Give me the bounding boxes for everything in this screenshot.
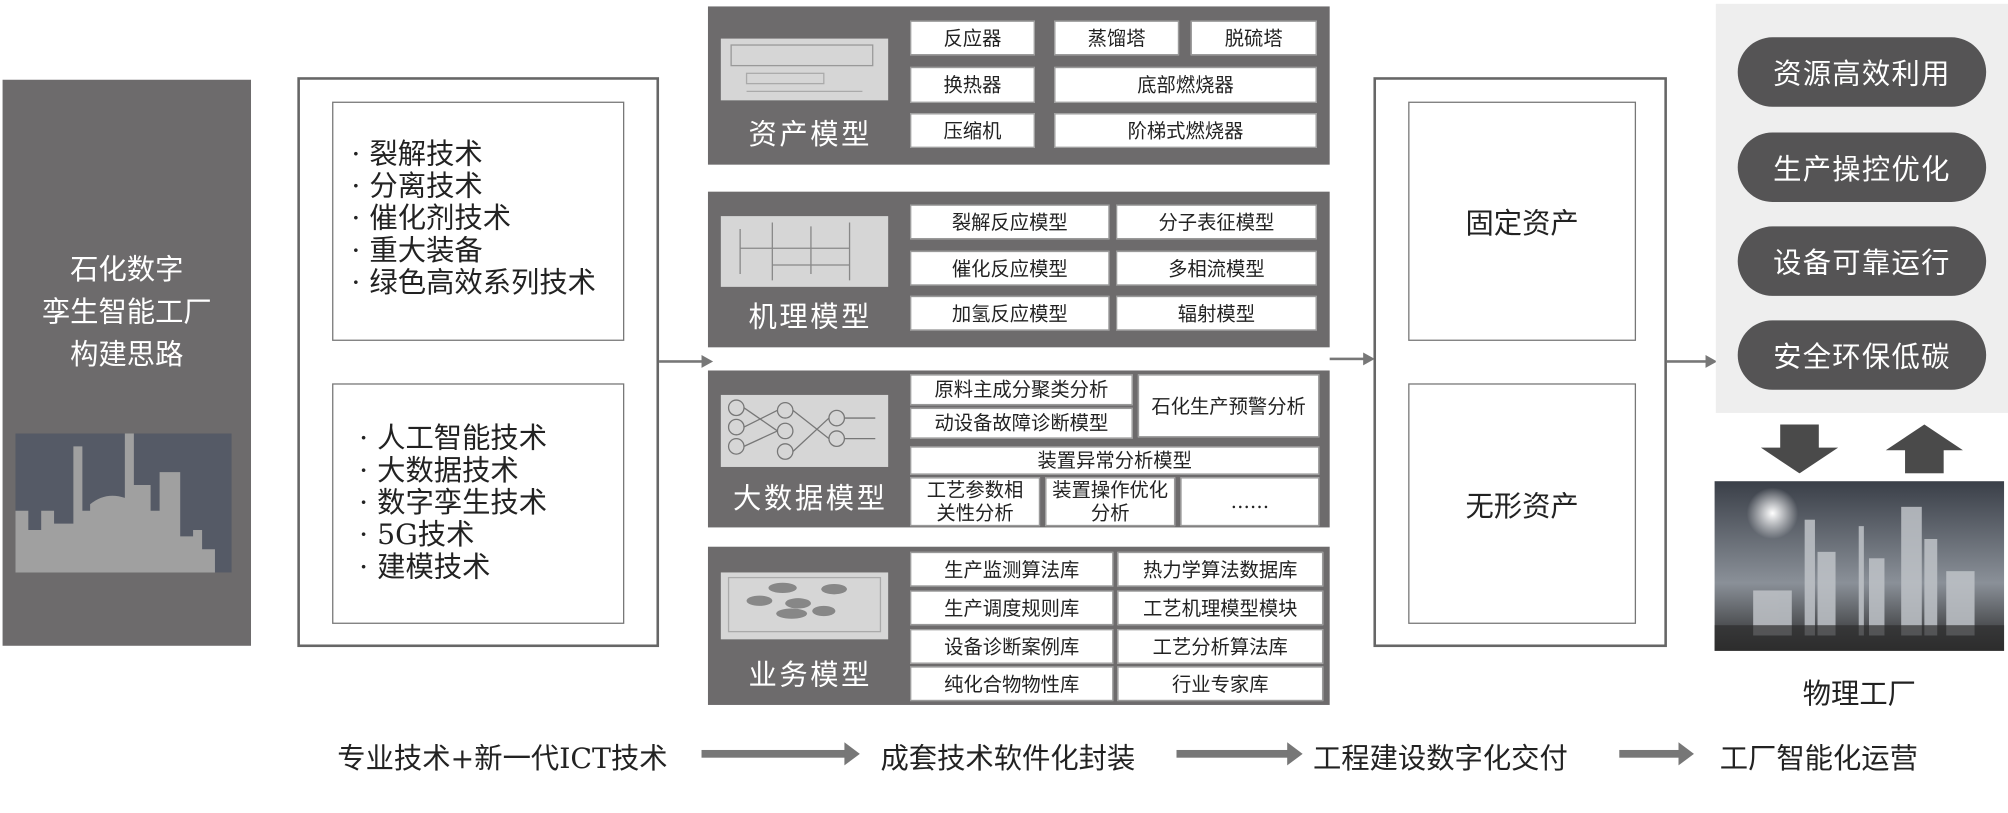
model-item: 热力学算法数据库 (1117, 551, 1324, 587)
tech-item: 数字孪生技术 (359, 488, 623, 520)
model-item: 装置异常分析模型 (910, 446, 1320, 475)
panel-title: 资产模型 (748, 119, 873, 152)
panel-title: 业务模型 (748, 659, 873, 693)
model-item: 反应器 (910, 20, 1035, 56)
flow-step: 工厂智能化运营 (1719, 743, 1918, 776)
neural-network-thumbnail (720, 394, 889, 467)
flow-step: 专业技术+新一代ICT技术 (337, 743, 668, 776)
flow-step: 成套技术软件化封装 (880, 743, 1136, 776)
flow-step: 工程建设数字化交付 (1312, 743, 1568, 776)
physical-factory-label: 物理工厂 (1802, 679, 1916, 712)
intangible-assets-box: 无形资产 (1408, 383, 1637, 624)
down-arrow-icon (1760, 424, 1839, 474)
asset-diagram-thumbnail (720, 38, 889, 101)
panel-title: 机理模型 (748, 302, 873, 335)
model-item: 设备诊断案例库 (910, 629, 1114, 664)
ict-tech-box: 人工智能技术 大数据技术 数字孪生技术 5G技术 建模技术 (332, 383, 625, 624)
mechanism-model-panel: 机理模型 裂解反应模型 分子表征模型 催化反应模型 多相流模型 加氢反应模型 辐… (707, 191, 1330, 348)
model-item: 动设备故障诊断模型 (910, 407, 1133, 439)
tech-item: 5G技术 (359, 520, 623, 552)
fixed-assets-box: 固定资产 (1408, 101, 1637, 341)
model-item: 辐射模型 (1116, 295, 1317, 331)
model-item: …… (1180, 477, 1320, 527)
model-item: 生产监测算法库 (910, 551, 1114, 587)
intro-title-line: 孪生智能工厂 (41, 297, 212, 330)
model-item: 换热器 (910, 66, 1035, 103)
model-item: 底部燃烧器 (1054, 66, 1317, 103)
intro-title-line: 构建思路 (70, 339, 184, 372)
model-item: 阶梯式燃烧器 (1054, 113, 1317, 148)
model-item: 工艺参数相关性分析 (910, 477, 1041, 527)
model-item: 原料主成分聚类分析 (910, 374, 1133, 406)
cluster-plot-thumbnail (720, 572, 889, 640)
arrow-icon (1329, 352, 1375, 366)
intro-panel: 石化数字 孪生智能工厂 构建思路 (2, 79, 252, 646)
model-item: 石化生产预警分析 (1137, 374, 1320, 438)
model-item: 生产调度规则库 (910, 590, 1114, 626)
model-item: 工艺分析算法库 (1117, 629, 1324, 664)
goal-pill: 资源高效利用 (1737, 37, 1987, 107)
tech-item: 绿色高效系列技术 (351, 268, 623, 300)
intangible-assets-label: 无形资产 (1465, 491, 1579, 524)
bigdata-model-panel: 大数据模型 原料主成分聚类分析 石化生产预警分析 动设备故障诊断模型 装置异常分… (707, 370, 1330, 528)
model-item: 蒸馏塔 (1054, 20, 1180, 56)
asset-model-panel: 资产模型 反应器 蒸馏塔 脱硫塔 换热器 底部燃烧器 压缩机 阶梯式燃烧器 (707, 6, 1330, 165)
business-model-panel: 业务模型 生产监测算法库 热力学算法数据库 生产调度规则库 工艺机理模型模块 设… (707, 546, 1330, 705)
flow-arrow-icon (1176, 742, 1303, 766)
tech-item: 大数据技术 (359, 455, 623, 487)
up-arrow-icon (1885, 424, 1963, 474)
flow-arrow-icon (701, 742, 860, 766)
model-item: 纯化合物物性库 (910, 666, 1114, 702)
goal-pill: 设备可靠运行 (1737, 226, 1987, 296)
panel-title: 大数据模型 (733, 483, 888, 516)
model-item: 催化反应模型 (910, 250, 1110, 286)
model-item: 加氢反应模型 (910, 295, 1110, 331)
fixed-assets-label: 固定资产 (1465, 208, 1579, 241)
arrow-icon (1666, 355, 1718, 368)
goal-pill: 安全环保低碳 (1737, 320, 1987, 390)
tech-item: 人工智能技术 (359, 423, 623, 455)
model-item: 压缩机 (910, 113, 1035, 148)
tech-item: 催化剂技术 (351, 203, 623, 235)
intro-title-line: 石化数字 (70, 254, 184, 287)
goals-panel: 资源高效利用 生产操控优化 设备可靠运行 安全环保低碳 (1715, 3, 2008, 413)
factory-silhouette-icon (15, 433, 232, 573)
tech-item: 分离技术 (351, 171, 623, 203)
tech-item: 裂解技术 (351, 139, 623, 171)
model-item: 装置操作优化分析 (1045, 477, 1176, 527)
model-item: 裂解反应模型 (910, 204, 1110, 240)
process-flow-thumbnail (720, 216, 889, 287)
model-item: 行业专家库 (1117, 666, 1324, 702)
flow-arrow-icon (1619, 742, 1694, 766)
model-item: 多相流模型 (1116, 250, 1317, 286)
professional-tech-box: 裂解技术 分离技术 催化剂技术 重大装备 绿色高效系列技术 (332, 101, 625, 341)
model-item: 工艺机理模型模块 (1117, 590, 1324, 626)
tech-item: 建模技术 (359, 552, 623, 584)
goal-pill: 生产操控优化 (1737, 132, 1987, 202)
model-item: 脱硫塔 (1190, 20, 1317, 56)
physical-factory-photo (1714, 481, 2005, 651)
model-item: 分子表征模型 (1116, 204, 1317, 240)
tech-item: 重大装备 (351, 235, 623, 267)
arrow-icon (659, 355, 714, 368)
